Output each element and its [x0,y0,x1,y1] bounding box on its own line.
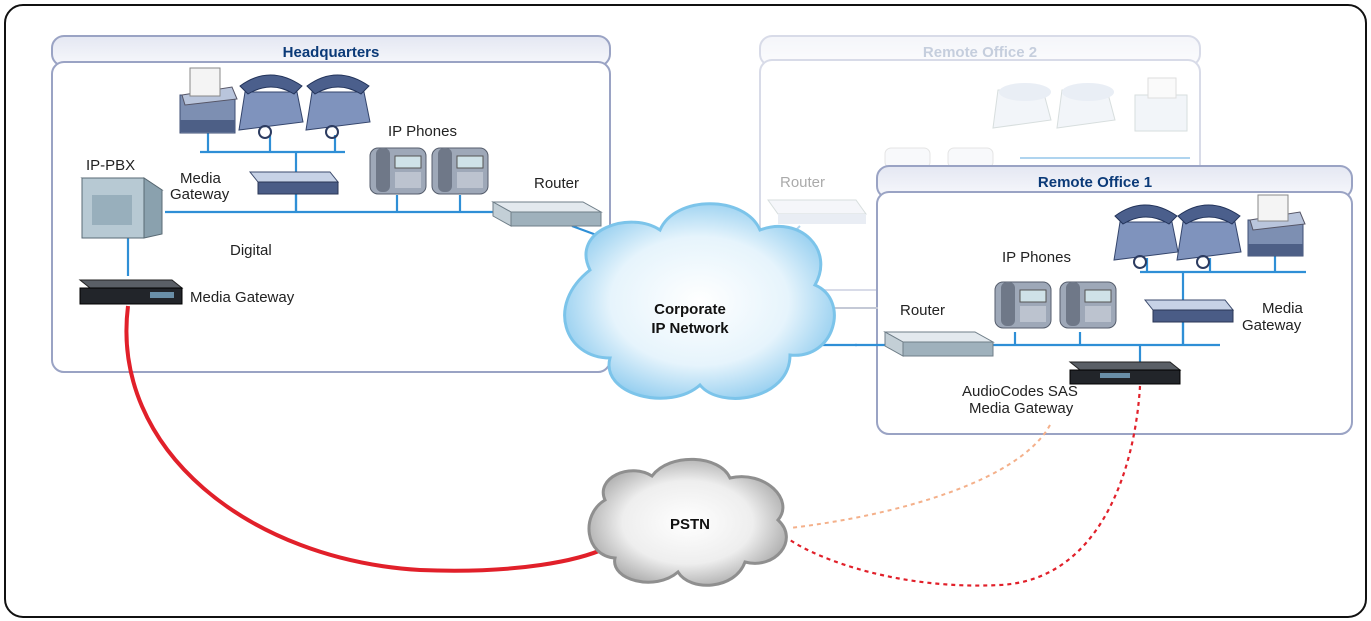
ro1-router-label: Router [900,302,945,319]
ro1-media-gateway-icon [1143,299,1235,323]
hq-router-label: Router [534,175,579,192]
hq-ip-phones-label: IP Phones [388,123,457,140]
hq-phone-icon [238,74,304,139]
ro1-fax-icon [1247,194,1306,257]
digital-gateway-label-1: Digital [230,242,272,259]
ro1-router-icon [883,331,995,357]
ro2-phone-icon [1056,83,1116,129]
ro1-phone-icon [1113,204,1179,269]
ro1-media-gateway-label-1: Media [1262,300,1304,317]
ro2-phone-icon [992,83,1052,129]
corporate-cloud-icon [563,202,836,400]
remote-office-1-title: Remote Office 1 [1038,174,1152,191]
sas-media-gateway-icon [1068,361,1182,385]
ro1-ip-phone-icon [994,281,1052,329]
sas-gateway-label-1: AudioCodes SAS [962,383,1078,400]
ip-pbx-label: IP-PBX [86,157,135,174]
corporate-cloud-label-1: Corporate [654,301,726,318]
hq-router-icon [491,201,603,227]
ro2-fax-icon [1134,77,1188,132]
ro2-router-icon [767,199,867,224]
ro2-pstn-faded-link [789,424,1051,529]
sas-gateway-label-2: Media Gateway [969,400,1074,417]
ro1-ip-phone-icon [1059,281,1117,329]
headquarters-title: Headquarters [283,44,380,61]
ro1-phone-icon [1176,204,1242,269]
headquarters: Headquarters [51,35,611,373]
hq-ip-phone-icon [369,147,427,195]
ro2-router-label: Router [780,174,825,191]
digital-media-gateway-icon [78,279,184,305]
pstn-cloud-icon [587,457,788,587]
ip-pbx-icon [80,177,164,239]
corporate-cloud-label-2: IP Network [651,320,729,337]
hq-media-gateway-icon [248,171,340,195]
digital-gateway-label-2: Media Gateway [190,289,295,306]
sas-pstn-link [789,385,1142,587]
hq-media-gateway-label-1: Media [180,170,222,187]
hq-ip-phone-icon [431,147,489,195]
ro1-ip-phones-label: IP Phones [1002,249,1071,266]
hq-network-lines [126,130,611,276]
hq-pstn-link [124,305,607,573]
pstn-cloud-label: PSTN [670,516,710,533]
hq-phone-icon [305,74,371,139]
hq-fax-icon [179,67,238,134]
remote-office-2-title: Remote Office 2 [923,44,1037,61]
hq-media-gateway-label-2: Gateway [170,186,230,203]
ro1-media-gateway-label-2: Gateway [1242,317,1302,334]
